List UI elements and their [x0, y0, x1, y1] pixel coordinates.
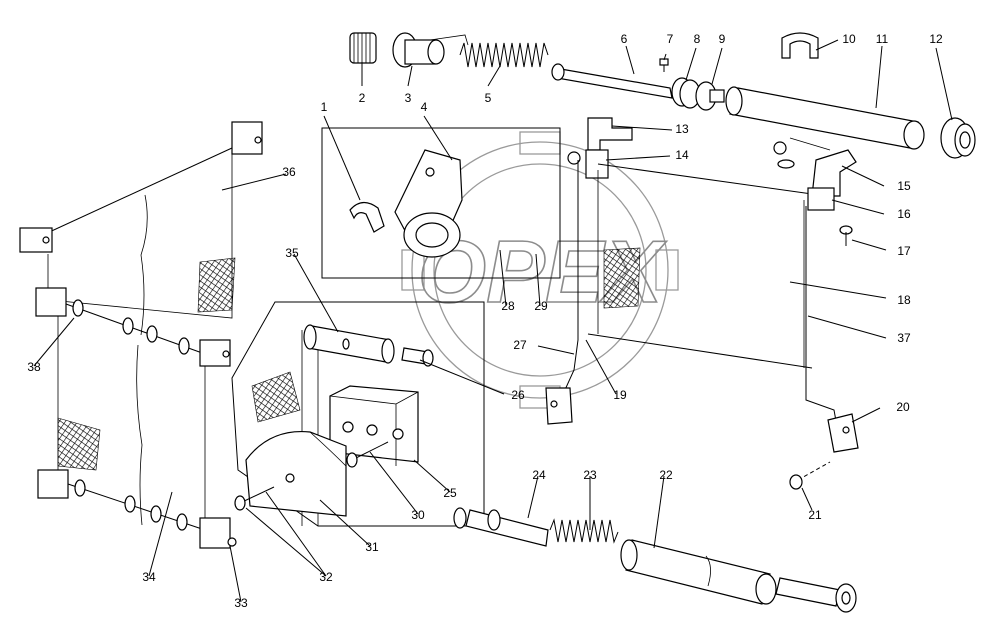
- callout-20: 20: [896, 400, 910, 414]
- part-8-nut: [671, 77, 701, 109]
- callout-10: 10: [842, 32, 856, 46]
- part-3-bushing: [392, 32, 469, 68]
- callout-21: 21: [808, 508, 822, 522]
- part-37-rod: [805, 206, 859, 453]
- callout-8: 8: [694, 32, 701, 46]
- part-21-screw: [789, 461, 831, 490]
- callout-23: 23: [583, 468, 597, 482]
- part-31-latch-block: [245, 430, 347, 517]
- callout-34: 34: [142, 570, 156, 584]
- part-30-screw: [346, 441, 389, 468]
- part-14-roller-end: [567, 149, 609, 179]
- callout-26: 26: [511, 388, 525, 402]
- callout-27: 27: [513, 338, 527, 352]
- part-19-rod: [545, 160, 579, 425]
- callout-16: 16: [897, 207, 911, 221]
- part-2-gear: [349, 32, 377, 64]
- part-end-pin: [775, 577, 857, 613]
- part-5-spring: [459, 42, 549, 68]
- callout-5: 5: [485, 91, 492, 105]
- part-7-screw: [659, 58, 669, 72]
- part-12-end-cap: [940, 117, 976, 159]
- part-25-plate: [329, 385, 419, 466]
- part-6-shaft: [551, 63, 673, 99]
- callout-2: 2: [359, 91, 366, 105]
- callout-labels: 1 2 3 4 5 6 7 8 9 10 11 12 13 14 15 16 1…: [27, 32, 943, 610]
- part-10-clip: [781, 32, 819, 59]
- callout-15: 15: [897, 179, 911, 193]
- callout-28: 28: [501, 299, 515, 313]
- callout-4: 4: [421, 100, 428, 114]
- callout-37: 37: [897, 331, 911, 345]
- callout-3: 3: [405, 91, 412, 105]
- callout-12: 12: [929, 32, 943, 46]
- callout-9: 9: [719, 32, 726, 46]
- callout-14: 14: [675, 148, 689, 162]
- callout-31: 31: [365, 540, 379, 554]
- callout-29: 29: [534, 299, 548, 313]
- callout-22: 22: [659, 468, 673, 482]
- callout-19: 19: [613, 388, 627, 402]
- callout-11: 11: [876, 32, 889, 46]
- callout-6: 6: [621, 32, 628, 46]
- callout-7: 7: [667, 32, 674, 46]
- callout-32: 32: [319, 570, 333, 584]
- callout-18: 18: [897, 293, 911, 307]
- leader-lines: [33, 39, 953, 603]
- part-17-bolt: [839, 225, 853, 246]
- callout-13: 13: [675, 122, 689, 136]
- part-13-bracket: [587, 117, 633, 151]
- part-15-16-hinge: [773, 137, 857, 211]
- callout-25: 25: [443, 486, 457, 500]
- callout-1: 1: [321, 100, 328, 114]
- part-26-rivet: [401, 347, 434, 367]
- part-9-collar: [695, 81, 725, 111]
- part-11-tube: [725, 86, 925, 150]
- part-23-spring: [549, 518, 619, 544]
- part-32-screw: [234, 486, 275, 511]
- part-22-sleeve: [620, 539, 777, 605]
- part-24-pin: [453, 507, 549, 547]
- callout-24: 24: [532, 468, 546, 482]
- callout-38: 38: [27, 360, 41, 374]
- callout-36: 36: [282, 165, 296, 179]
- part-34-lower-screen: [35, 287, 237, 549]
- part-35-pin-tube: [303, 324, 395, 364]
- callout-33: 33: [234, 596, 248, 610]
- callout-30: 30: [411, 508, 425, 522]
- callout-17: 17: [897, 244, 911, 258]
- callout-35: 35: [285, 246, 299, 260]
- inset-frame-bracket: [321, 127, 561, 279]
